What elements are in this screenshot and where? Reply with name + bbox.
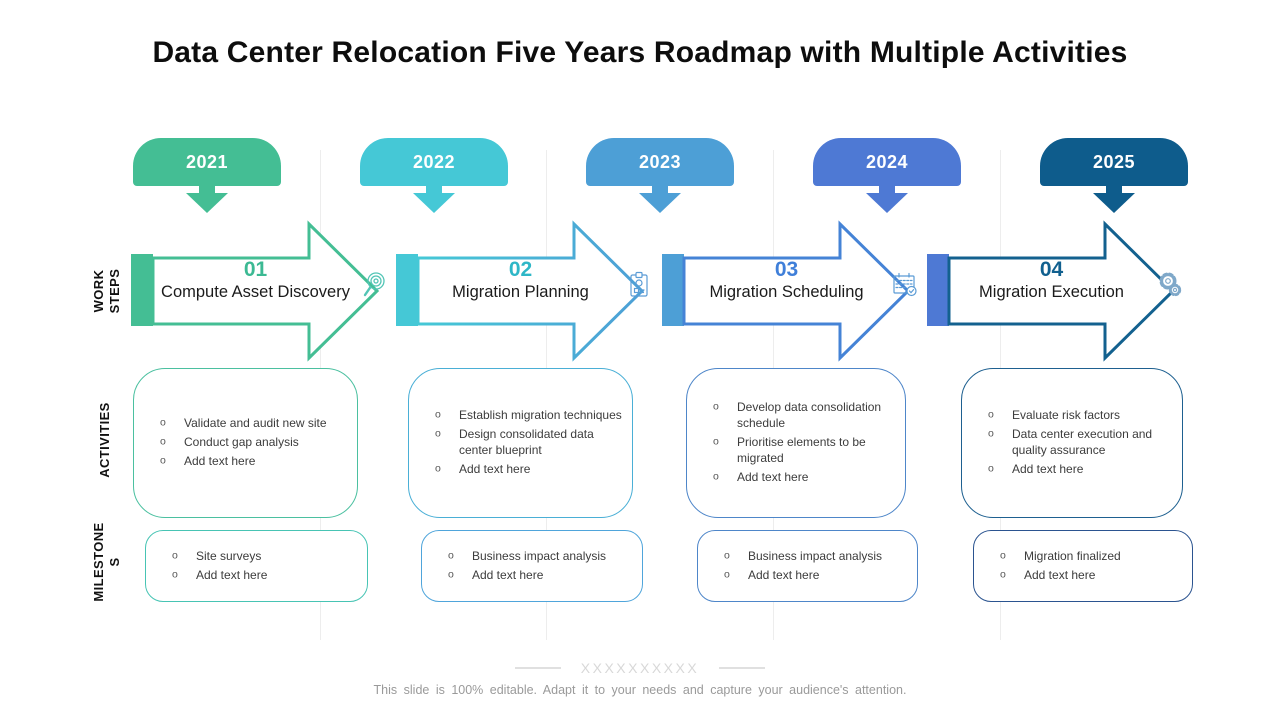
- milestone-item: Business impact analysis: [448, 549, 632, 565]
- activity-item: Establish migration techniques: [435, 408, 622, 424]
- clipboard-icon: [624, 268, 654, 302]
- work-step-1: 01 Compute Asset Discovery: [131, 220, 385, 362]
- milestones-box-1: Site surveys Add text here: [145, 530, 368, 602]
- year-arrow-down: [426, 186, 442, 194]
- work-step-3: 03 Migration Scheduling: [662, 220, 917, 362]
- activity-item: Conduct gap analysis: [160, 435, 347, 451]
- year-badge-2023: 2023: [586, 138, 734, 186]
- milestone-item: Business impact analysis: [724, 549, 907, 565]
- step-number: 02: [508, 258, 533, 281]
- activity-item: Add text here: [713, 470, 895, 486]
- year-arrow-down: [1093, 193, 1135, 213]
- year-arrow-down: [866, 193, 908, 213]
- step-name: Migration Execution: [979, 283, 1124, 302]
- step-number: 03: [774, 258, 799, 281]
- year-label: 2022: [412, 151, 456, 172]
- year-arrow-down: [199, 186, 215, 194]
- milestones-box-4: Migration finalized Add text here: [973, 530, 1193, 602]
- rail-label-milestones: MILESTONE S: [91, 522, 122, 602]
- year-badge-2024: 2024: [813, 138, 961, 186]
- footer-placeholder-row: XXXXXXXXXX: [0, 660, 1280, 676]
- step-arrow-shape: [927, 220, 1176, 362]
- activity-item: Evaluate risk factors: [988, 408, 1172, 424]
- activity-item: Prioritise elements to be migrated: [713, 435, 895, 467]
- step-arrow-shape: [396, 220, 645, 362]
- footer-dash: [514, 667, 561, 669]
- footer-note: This slide is 100% editable. Adapt it to…: [373, 683, 907, 697]
- activity-item: Design consolidated data center blueprin…: [435, 427, 622, 459]
- activities-box-3: Develop data consolidation schedule Prio…: [686, 368, 906, 518]
- year-badge-2025: 2025: [1040, 138, 1188, 186]
- year-arrow-down: [413, 193, 455, 213]
- milestone-item: Add text here: [1000, 568, 1182, 584]
- milestone-item: Add text here: [448, 568, 632, 584]
- step-name: Migration Scheduling: [709, 283, 864, 302]
- rail-label-work-steps: WORK STEPS: [91, 268, 122, 314]
- work-step-4: 04 Migration Execution: [927, 220, 1182, 362]
- milestone-item: Site surveys: [172, 549, 357, 565]
- milestones-box-2: Business impact analysis Add text here: [421, 530, 643, 602]
- year-badge-2021: 2021: [133, 138, 281, 186]
- page-title: Data Center Relocation Five Years Roadma…: [152, 36, 1128, 69]
- year-badge-2022: 2022: [360, 138, 508, 186]
- activities-box-1: Validate and audit new site Conduct gap …: [133, 368, 358, 518]
- activity-item: Add text here: [435, 462, 622, 478]
- milestone-item: Add text here: [724, 568, 907, 584]
- magnifier-icon: [359, 268, 389, 302]
- gears-icon: [1155, 268, 1185, 302]
- step-number: 04: [1039, 258, 1064, 281]
- year-label: 2025: [1092, 151, 1136, 172]
- year-label: 2023: [638, 151, 682, 172]
- milestone-item: Add text here: [172, 568, 357, 584]
- year-arrow-down: [639, 193, 681, 213]
- step-arrow-shape: [131, 220, 380, 362]
- milestone-item: Migration finalized: [1000, 549, 1182, 565]
- activity-item: Validate and audit new site: [160, 416, 347, 432]
- activities-box-4: Evaluate risk factors Data center execut…: [961, 368, 1183, 518]
- year-arrow-down: [879, 186, 895, 194]
- year-arrow-down: [186, 193, 228, 213]
- activity-item: Develop data consolidation schedule: [713, 400, 895, 432]
- year-label: 2021: [185, 151, 229, 172]
- year-arrow-down: [652, 186, 668, 194]
- step-name: Compute Asset Discovery: [161, 283, 350, 302]
- year-arrow-down: [1106, 186, 1122, 194]
- activity-item: Data center execution and quality assura…: [988, 427, 1172, 459]
- footer-dash: [719, 667, 766, 669]
- activities-box-2: Establish migration techniques Design co…: [408, 368, 633, 518]
- footer-placeholder-text: XXXXXXXXXX: [580, 660, 700, 676]
- step-number: 01: [243, 258, 268, 281]
- rail-label-activities: ACTIVITIES: [97, 402, 113, 478]
- milestones-box-3: Business impact analysis Add text here: [697, 530, 918, 602]
- work-step-2: 02 Migration Planning: [396, 220, 648, 362]
- year-label: 2024: [865, 151, 909, 172]
- activity-item: Add text here: [160, 454, 347, 470]
- step-name: Migration Planning: [452, 283, 589, 302]
- step-arrow-shape: [662, 220, 911, 362]
- activity-item: Add text here: [988, 462, 1172, 478]
- calendar-icon: [890, 268, 920, 302]
